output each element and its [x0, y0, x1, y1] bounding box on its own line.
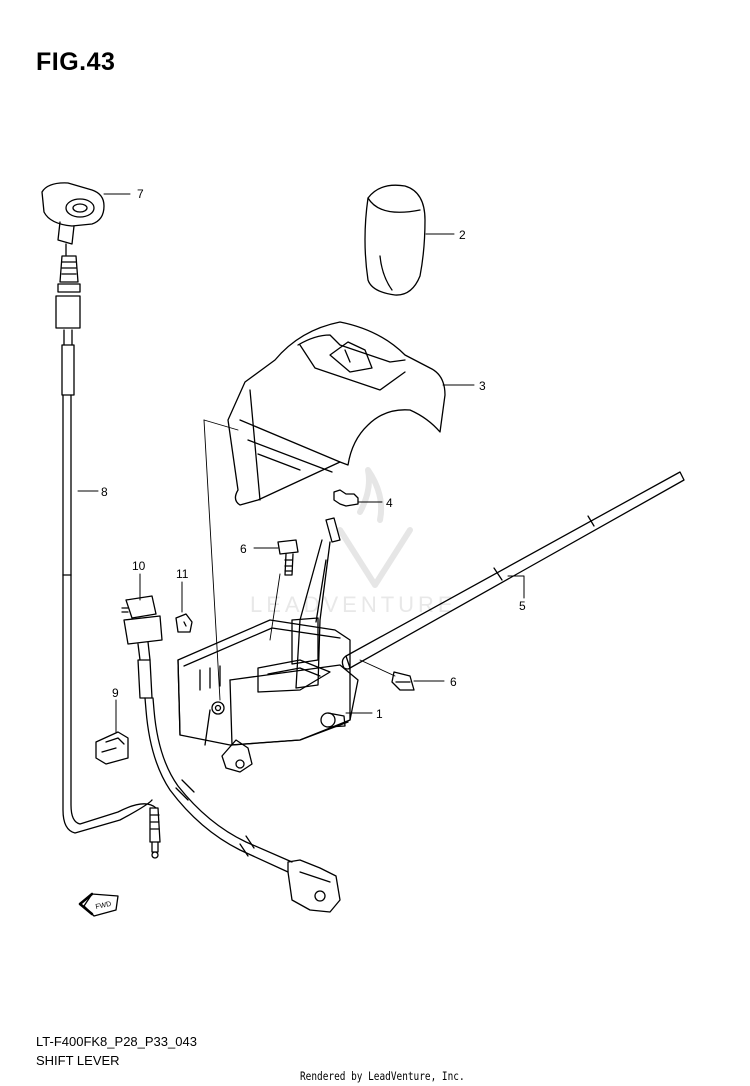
part-7-cable-connector: [41, 182, 105, 329]
footer-figure-code: LT-F400FK8_P28_P33_043: [36, 1034, 197, 1049]
rendered-by-credit: Rendered by LeadVenture, Inc.: [300, 1069, 465, 1083]
figure-title: FIG.43: [36, 48, 116, 76]
callout-1: 1: [376, 707, 383, 721]
callout-7: 7: [137, 187, 144, 201]
part-9-clamp: [95, 731, 129, 765]
fwd-arrow-label: FWD: [95, 901, 112, 911]
callout-6b: 6: [450, 675, 457, 689]
callout-11: 11: [176, 567, 189, 581]
part-10-switch: [121, 595, 341, 913]
callout-9: 9: [112, 686, 119, 700]
footer-figure-title: SHIFT LEVER: [36, 1053, 120, 1068]
watermark-text: LEADVENTURE: [250, 592, 457, 617]
callout-3: 3: [479, 379, 486, 393]
fwd-arrow: FWD: [78, 892, 119, 917]
callout-8: 8: [101, 485, 108, 499]
part-1-shift-lever-assembly: [177, 517, 359, 773]
part-2-shift-knob: [364, 184, 426, 296]
part-8-shift-cable: [61, 329, 161, 859]
part-5-shift-rod: [341, 471, 685, 670]
watermark-logo: [337, 467, 413, 588]
part-11-screw: [175, 613, 193, 633]
callout-4: 4: [386, 496, 393, 510]
part-6-bolt-upper: [277, 539, 299, 576]
part-4-clip: [333, 489, 359, 507]
part-3-shift-cover: [227, 321, 446, 506]
leader-lines: [77, 193, 525, 733]
callout-10: 10: [132, 559, 146, 573]
alignment-lines: [203, 419, 396, 701]
callout-5: 5: [519, 599, 526, 613]
part-6-bolt-lower: [391, 671, 415, 691]
callout-2: 2: [459, 228, 466, 242]
callout-6a: 6: [240, 542, 247, 556]
